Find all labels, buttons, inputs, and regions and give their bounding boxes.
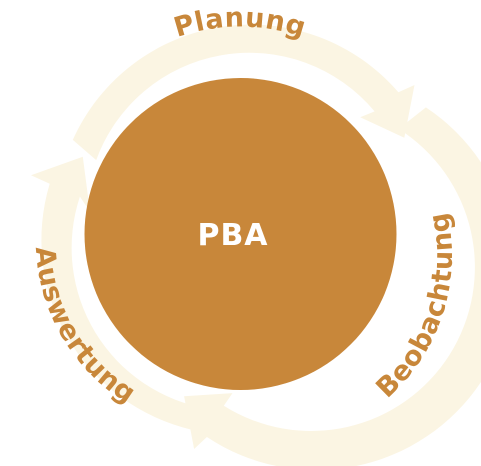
cycle-ring — [31, 24, 481, 466]
center-circle — [84, 78, 397, 390]
arrow-segment-beobachtung — [184, 107, 481, 466]
arrow-segment-auswertung — [31, 156, 210, 431]
arrow-segment-planung — [72, 24, 415, 161]
center-label: PBA — [197, 218, 268, 253]
